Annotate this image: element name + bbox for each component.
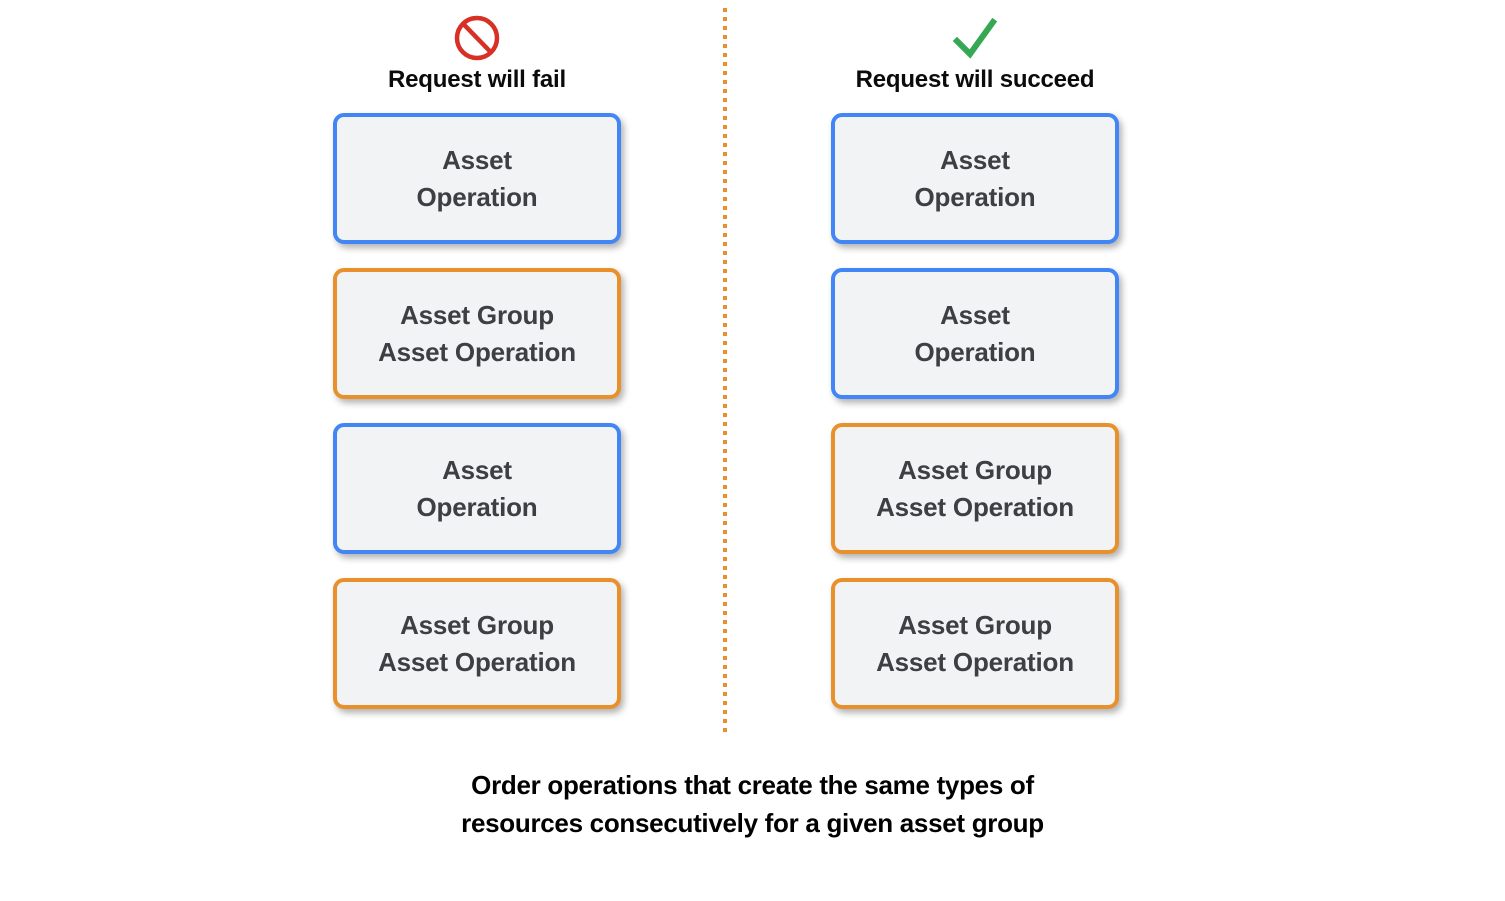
operation-box-label: Asset Operation — [914, 299, 1036, 367]
operation-box-asset-operation[interactable]: Asset Operation — [831, 268, 1119, 399]
operation-box-label: Asset Group Asset Operation — [876, 454, 1074, 522]
operation-box-asset-operation[interactable]: Asset Operation — [333, 113, 621, 244]
operation-box-asset-group-asset-operation[interactable]: Asset Group Asset Operation — [831, 578, 1119, 709]
vertical-dotted-divider — [723, 8, 727, 736]
column-header-fail: Request will fail — [327, 14, 627, 94]
column-header-succeed: Request will succeed — [825, 14, 1125, 94]
operation-box-label: Asset Group Asset Operation — [378, 299, 576, 367]
operation-box-asset-operation[interactable]: Asset Operation — [831, 113, 1119, 244]
operation-box-label: Asset Group Asset Operation — [378, 609, 576, 677]
operation-box-asset-operation[interactable]: Asset Operation — [333, 423, 621, 554]
operation-box-asset-group-asset-operation[interactable]: Asset Group Asset Operation — [333, 268, 621, 399]
operation-box-label: Asset Operation — [416, 144, 538, 212]
operation-box-label: Asset Operation — [416, 454, 538, 522]
operation-box-asset-group-asset-operation[interactable]: Asset Group Asset Operation — [333, 578, 621, 709]
diagram-caption: Order operations that create the same ty… — [461, 770, 1044, 838]
column-title-fail: Request will fail — [388, 66, 566, 93]
operation-list-succeed: Asset Operation Asset Operation Asset Gr… — [831, 113, 1119, 733]
checkmark-icon — [952, 17, 998, 59]
operation-box-label: Asset Operation — [914, 144, 1036, 212]
operation-box-asset-group-asset-operation[interactable]: Asset Group Asset Operation — [831, 423, 1119, 554]
operation-box-label: Asset Group Asset Operation — [876, 609, 1074, 677]
column-title-succeed: Request will succeed — [855, 66, 1095, 93]
prohibition-icon — [454, 15, 500, 61]
operation-list-fail: Asset Operation Asset Group Asset Operat… — [333, 113, 621, 733]
